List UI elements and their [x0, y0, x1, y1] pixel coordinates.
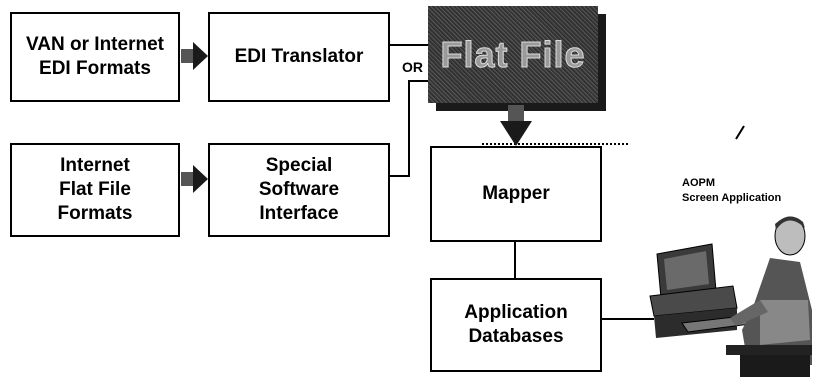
special-software-interface-box: Special Software Interface — [208, 143, 390, 237]
special-to-flatfile-line-top — [408, 80, 432, 82]
van-edi-formats-label: VAN or Internet EDI Formats — [26, 34, 164, 79]
arrow-flatfile-to-mapper — [500, 105, 532, 146]
internet-flat-file-formats-box: Internet Flat File Formats — [10, 143, 180, 237]
edi-translator-box: EDI Translator — [208, 12, 390, 102]
mapper-to-db-line — [514, 242, 516, 278]
flat-file-box: Flat File — [428, 6, 598, 103]
application-databases-label: Application Databases — [464, 302, 568, 347]
edi-to-flatfile-line — [390, 44, 430, 46]
internet-flat-file-formats-label: Internet Flat File Formats — [57, 155, 133, 224]
special-software-interface-label: Special Software Interface — [258, 155, 340, 224]
mapper-box: Mapper — [430, 146, 602, 242]
mapper-label: Mapper — [482, 183, 550, 204]
arrow-internet-to-special — [181, 165, 208, 193]
slash-mark — [735, 125, 745, 140]
flat-file-label: Flat File — [440, 33, 586, 75]
aopm-screen-application-caption: AOPM Screen Application — [682, 177, 782, 204]
db-to-user-line — [602, 318, 654, 320]
arrow-van-to-edi — [181, 42, 208, 70]
edi-translator-label: EDI Translator — [234, 46, 364, 67]
van-edi-formats-box: VAN or Internet EDI Formats — [10, 12, 180, 102]
computer-user-illustration — [649, 216, 812, 377]
or-label: OR — [402, 59, 423, 75]
special-to-flatfile-line-v — [408, 80, 410, 177]
dotted-separator — [482, 143, 628, 145]
application-databases-box: Application Databases — [430, 278, 602, 372]
special-to-flatfile-line-h — [390, 175, 410, 177]
